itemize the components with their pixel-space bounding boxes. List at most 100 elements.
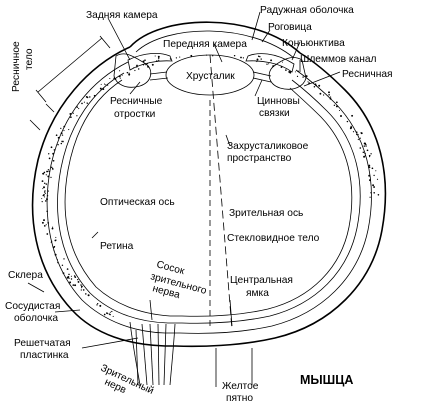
stipple-dot: [80, 285, 83, 288]
stipple-dot: [294, 71, 296, 73]
sclera-stipple: [41, 54, 380, 317]
label-tsinnovy-2: связки: [259, 108, 290, 119]
stipple-dot: [352, 131, 355, 133]
label-resnichnaya: Ресничная: [342, 69, 393, 80]
stipple-dot: [128, 73, 131, 76]
stipple-dot: [68, 129, 70, 131]
stipple-dot: [329, 96, 332, 98]
stipple-dot: [137, 68, 140, 70]
stipple-dot: [76, 115, 78, 117]
label-zrit-os: Зрительная ось: [229, 208, 303, 219]
stipple-dot: [368, 166, 371, 169]
stipple-dot: [175, 57, 178, 59]
stipple-dot: [373, 186, 376, 188]
stipple-dot: [41, 201, 43, 203]
stipple-dot: [297, 70, 299, 73]
stipple-dot: [56, 258, 58, 260]
leader-lines: [27, 11, 341, 387]
stipple-dot: [44, 190, 46, 192]
stipple-dot: [62, 140, 64, 143]
optic-nerve: [129, 321, 176, 386]
stipple-dot: [377, 194, 380, 196]
stipple-dot: [86, 102, 88, 104]
stipple-dot: [77, 278, 79, 281]
stipple-dot: [314, 83, 317, 86]
stipple-dot: [46, 233, 49, 235]
stipple-dot: [151, 63, 154, 66]
stipple-dot: [240, 56, 242, 59]
stipple-dot: [44, 192, 46, 194]
label-tsentr-1: Центральная: [230, 275, 293, 286]
label-rogovitsa: Роговица: [268, 22, 312, 33]
stipple-dot: [119, 77, 121, 79]
label-zheltoe-2: пятно: [226, 393, 253, 404]
stipple-dot: [63, 130, 65, 132]
iris-left: [127, 52, 173, 71]
label-sosud-2: оболочка: [14, 312, 58, 324]
retina-line: [64, 79, 353, 317]
stipple-dot: [280, 66, 283, 68]
stipple-dot: [48, 157, 51, 160]
stipple-dot: [72, 112, 74, 114]
stipple-dot: [47, 175, 50, 178]
stipple-dot: [370, 192, 372, 194]
stipple-dot: [154, 55, 156, 57]
stipple-dot: [63, 125, 66, 128]
label-tsentr-2: ямка: [246, 288, 269, 299]
stipple-dot: [107, 313, 109, 315]
sclera-inner: [46, 61, 372, 334]
stipple-dot: [41, 198, 43, 200]
sclera-outer: [31, 46, 387, 348]
stipple-dot: [256, 58, 259, 61]
stipple-dot: [51, 167, 54, 170]
stipple-dot: [47, 171, 49, 173]
stipple-dot: [43, 182, 46, 185]
stipple-dot: [307, 81, 309, 83]
stipple-dot: [368, 174, 371, 177]
stipple-dot: [45, 183, 48, 185]
stipple-dot: [85, 293, 87, 295]
stipple-dot: [74, 284, 77, 287]
stipple-dot: [62, 272, 65, 275]
stipple-dot: [282, 61, 283, 63]
ciliary-body-right: [268, 57, 307, 90]
stipple-dot: [99, 304, 102, 307]
stipple-dot: [338, 109, 341, 112]
stipple-dot: [66, 268, 69, 270]
stipple-dot: [318, 84, 321, 87]
stipple-dot: [270, 59, 273, 62]
stipple-dot: [351, 114, 354, 117]
stipple-dot: [43, 171, 46, 174]
stipple-dot: [346, 120, 349, 123]
stipple-dot: [48, 170, 50, 172]
stipple-dot: [55, 236, 57, 238]
stipple-dot: [288, 70, 291, 73]
stipple-dot: [373, 174, 375, 177]
stipple-dot: [315, 84, 317, 87]
label-resn-otrostki-2: отростки: [114, 109, 155, 120]
stipple-dot: [108, 313, 110, 315]
stipple-dot: [329, 97, 332, 100]
stipple-dot: [257, 55, 260, 58]
stipple-dot: [50, 176, 52, 179]
label-sklera: Склера: [8, 270, 43, 281]
stipple-dot: [43, 225, 46, 227]
label-resnichnoe-telo-2: тело: [24, 48, 35, 70]
stipple-dot: [48, 153, 50, 155]
stipple-dot: [43, 194, 45, 196]
stipple-dot: [70, 278, 73, 280]
stipple-dot: [370, 153, 372, 155]
stipple-dot: [45, 200, 47, 202]
stipple-dot: [86, 96, 89, 99]
stipple-dot: [89, 96, 91, 98]
stipple-dot: [322, 94, 325, 96]
stipple-dot: [81, 102, 83, 105]
stipple-dot: [83, 101, 85, 103]
stipple-dot: [368, 164, 371, 167]
label-resnichnoe-telo-1: Ресничное: [11, 41, 22, 92]
stipple-dot: [57, 136, 60, 139]
stipple-dot: [97, 302, 99, 305]
stipple-dot: [76, 106, 79, 108]
stipple-dot: [47, 190, 50, 192]
stipple-dot: [179, 56, 181, 58]
